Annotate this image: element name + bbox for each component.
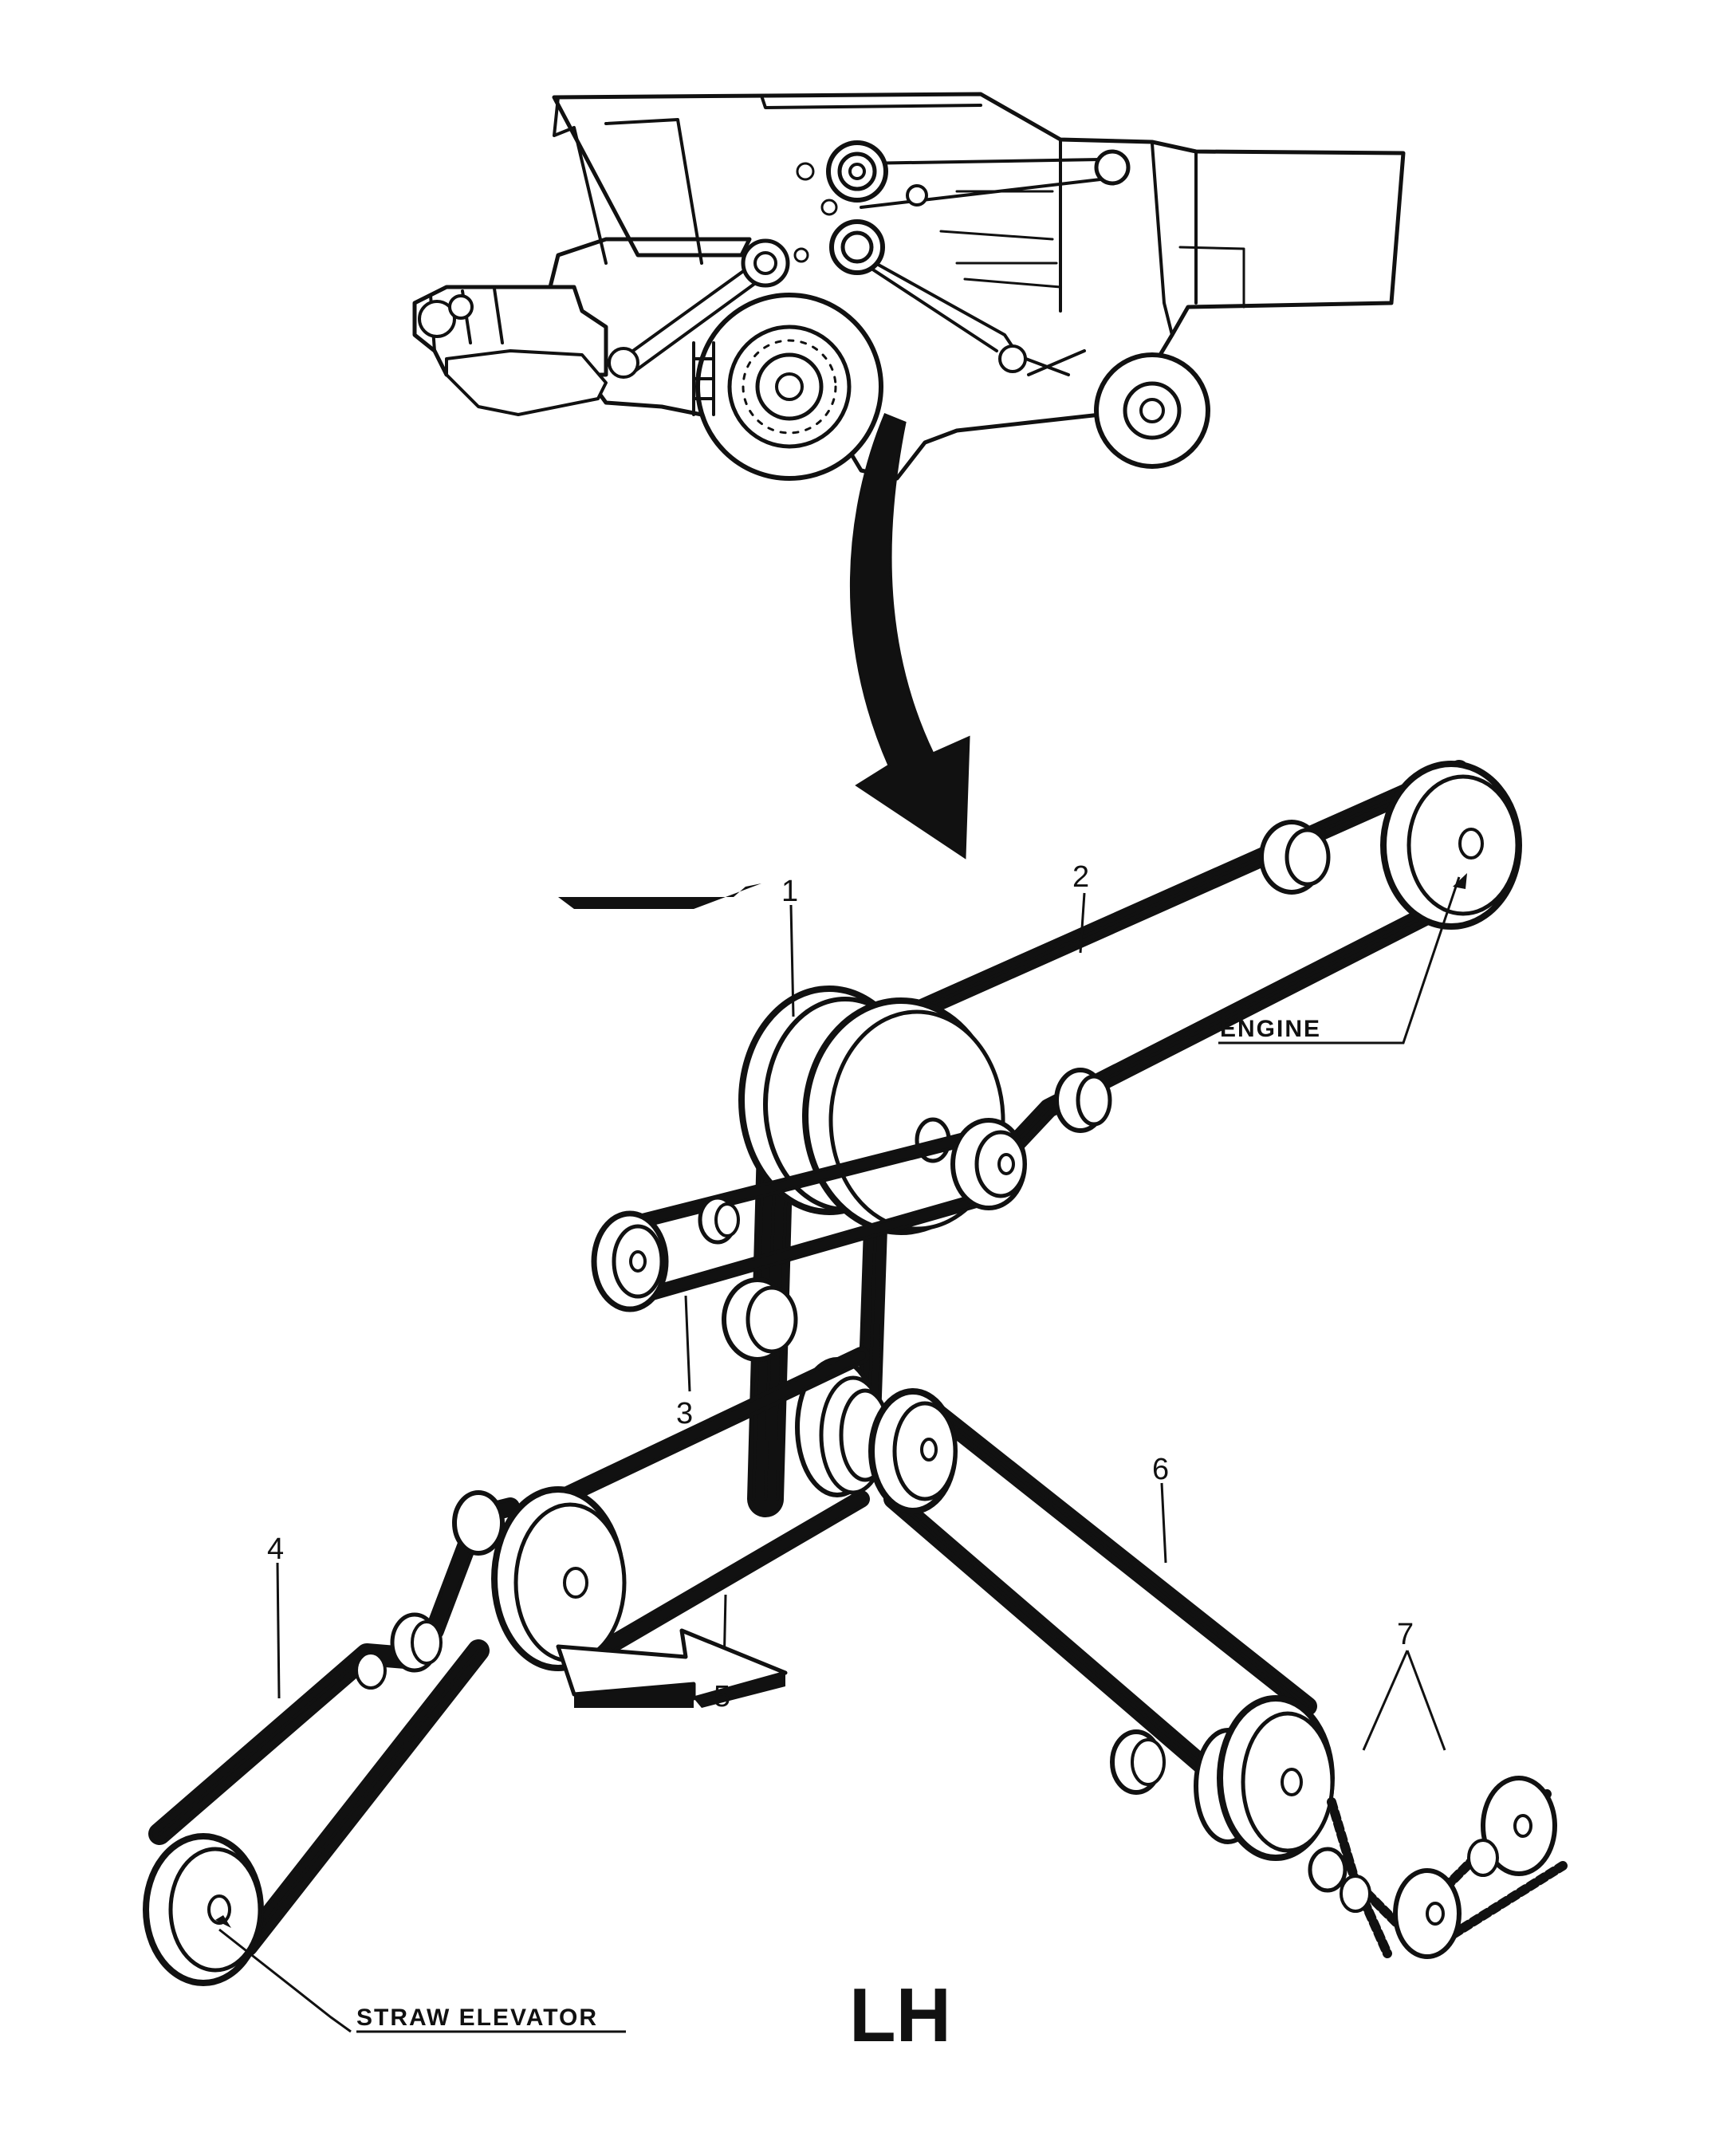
- belt-6-top-pulley: [868, 1388, 958, 1514]
- callout-6: 6: [1152, 1453, 1169, 1486]
- callout-1: 1: [781, 875, 798, 908]
- straw-elevator-pulley: [143, 1833, 264, 1986]
- left-upper-pulley: [452, 1486, 627, 1671]
- lower-idler: [722, 1277, 798, 1362]
- belt-system: [143, 760, 1568, 1986]
- straw-elevator-label: STRAW ELEVATOR: [356, 2005, 598, 2031]
- chain-drive-7: [1308, 1776, 1568, 1959]
- direction-arrow-down: [850, 413, 970, 860]
- belt-3: [623, 1125, 1000, 1307]
- belt-3-right-pulley: [950, 1118, 1027, 1210]
- engine-idler: [1259, 820, 1331, 895]
- mid-idler: [1054, 1068, 1112, 1133]
- belt-3-left-pulley: [591, 1210, 669, 1312]
- belt-3-idler: [698, 1195, 740, 1245]
- engine-label: ENGINE: [1220, 1016, 1321, 1042]
- callout-5: 5: [714, 1680, 730, 1713]
- belt-5: [533, 1347, 870, 1675]
- side-label: LH: [849, 1973, 951, 2058]
- main-drive-pulley: [738, 986, 1005, 1235]
- travel-direction-arrow: [556, 849, 788, 1708]
- belt-6-lower-pulleys: [1110, 1695, 1335, 1861]
- belt-6: [883, 1394, 1317, 1804]
- callout-3: 3: [676, 1397, 693, 1430]
- callout-2: 2: [1072, 860, 1089, 894]
- engine-pulley: [1380, 761, 1522, 930]
- combine-harvester-illustration: [412, 92, 1406, 481]
- callout-4: 4: [267, 1532, 284, 1566]
- callout-7: 7: [1397, 1618, 1414, 1651]
- belt-4-idlers: [355, 1612, 443, 1690]
